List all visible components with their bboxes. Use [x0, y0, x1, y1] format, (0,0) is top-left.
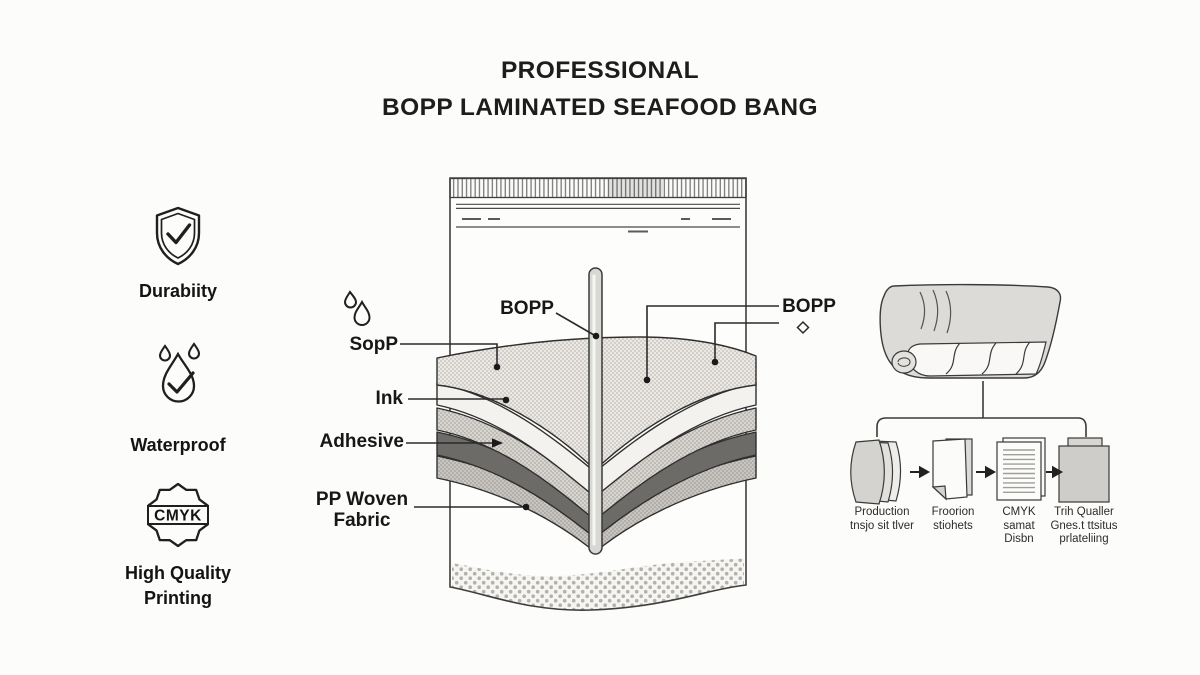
gray-panel-icon [1058, 437, 1110, 503]
process-step-line: Gnes.t ttsitus [1050, 519, 1118, 532]
process-arrows [910, 465, 1064, 479]
process-step-line: Production [854, 506, 910, 518]
callout-sopp: SopP [349, 334, 398, 355]
title-line2: BOPP LAMINATED SEAFOOD BANG [382, 94, 818, 121]
water-drop-check-icon [158, 342, 201, 403]
feature-label-high-quality-printing: High Quality Printing [125, 561, 231, 611]
cmyk-badge-text: CMYK [154, 508, 202, 525]
process-step-line: samat [1003, 519, 1035, 532]
page-title: PROFESSIONAL BOPP LAMINATED SEAFOOD BANG [330, 52, 870, 126]
process-step-cmyk: CMYK samat Disbn [957, 506, 1081, 547]
feature-high-quality-printing: CMYK High Quality Printing [112, 482, 244, 611]
process-step-line: prlateliing [1059, 533, 1109, 545]
feature-label-line: Durabiity [138, 281, 217, 301]
callout-bopp-right: BOPP [782, 296, 836, 317]
ink-drop-icon [343, 290, 371, 326]
feature-label-durability: Durabiity [139, 279, 217, 304]
process-bracket [876, 381, 1087, 437]
feature-label-line: Waterproof [130, 435, 226, 455]
lined-document-icon [996, 437, 1046, 501]
folded-page-icon [931, 438, 973, 501]
bag-seal-lines [456, 203, 740, 228]
callout-adhesive: Adhesive [319, 431, 404, 452]
cmyk-seal-icon: CMYK [147, 482, 209, 548]
bag-seal-dashes [462, 218, 731, 233]
process-step-quality: Trih Qualler Gnes.t ttsitus prlateliing [1022, 506, 1146, 547]
adhesive-arrowhead [492, 438, 503, 448]
process-step-line: tnsjo sit tlver [850, 519, 914, 532]
callout-ink: Ink [375, 388, 403, 409]
process-step-line: Disbn [1004, 533, 1034, 545]
callout-line: Fabric [333, 510, 391, 531]
shield-check-icon [155, 206, 201, 266]
process-step-line: Trih Qualler [1054, 506, 1114, 518]
callout-bopp-center: BOPP [500, 298, 554, 319]
process-step-stickers: Froorion stiohets [891, 506, 1015, 533]
bag-tear-strip [449, 177, 747, 199]
callout-line: PP Woven [315, 489, 409, 510]
bag-bottom-gusset [452, 558, 744, 611]
process-step-line: stiohets [933, 519, 973, 532]
callout-pp-woven-fabric: PP Woven Fabric [302, 489, 422, 531]
diamond-marker [796, 320, 810, 335]
feature-label-waterproof: Waterproof [130, 433, 225, 458]
feature-durability: Durabiity [112, 206, 244, 304]
rod [588, 267, 603, 555]
process-step-production: Production tnsjo sit tlver [820, 506, 944, 533]
film-roll-icon [879, 283, 1062, 379]
process-step-line: Froorion [931, 506, 975, 518]
callout-leaders [400, 305, 779, 508]
feature-label-line: Printing [143, 588, 212, 608]
process-step-line: CMYK [1002, 506, 1036, 518]
feature-waterproof: Waterproof [112, 340, 244, 458]
callout-dots [493, 332, 719, 511]
feature-label-line: High Quality [124, 563, 231, 583]
title-line1: PROFESSIONAL [500, 57, 700, 84]
curved-sheets-icon [850, 439, 902, 505]
